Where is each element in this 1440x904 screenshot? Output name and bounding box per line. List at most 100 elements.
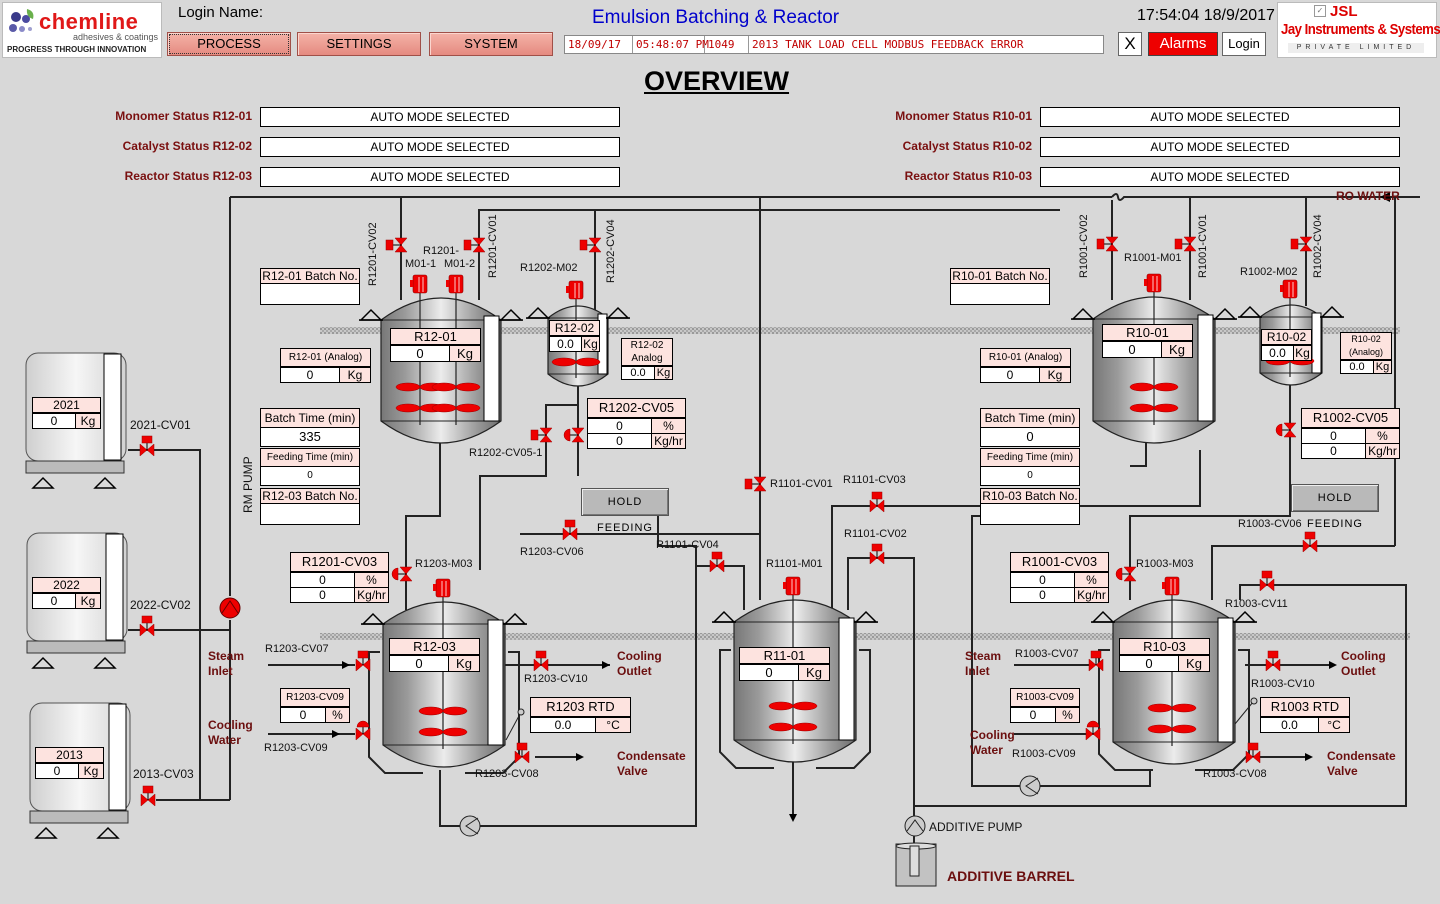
additive-barrel — [895, 842, 937, 887]
brand-name: chemline — [39, 9, 139, 34]
temperature-value: 0.0 — [1261, 718, 1318, 732]
valve-tag: R1001-CV01 — [1197, 214, 1209, 278]
close-alarm-button[interactable]: X — [1118, 32, 1142, 56]
panel-title: R1203 RTD — [531, 698, 630, 717]
reactor-vessel-r1001 — [1071, 273, 1237, 444]
vessel-weight: 0 — [740, 665, 798, 680]
unit: Kg — [1373, 361, 1391, 373]
nav-system-button[interactable]: SYSTEM — [429, 32, 553, 56]
jisl-logo: ✓ JSL Jay Instruments & Systems PRIVATE … — [1277, 2, 1440, 58]
status-label-monomer-r1001: Monomer Status R10-01 — [895, 109, 1032, 123]
status-label-catalyst-r1002: Catalyst Status R10-02 — [902, 139, 1032, 153]
partner-short: JSL — [1330, 3, 1358, 20]
panel-title: R10-02 (Analog) — [1341, 333, 1391, 360]
batch-value — [981, 504, 1079, 522]
unit: % — [354, 573, 388, 587]
vessel-name: R10-03 — [1120, 639, 1209, 655]
valve-flow: 0 — [1302, 444, 1365, 458]
check-icon: ✓ — [1314, 5, 1326, 17]
transfer-pump-right — [1019, 775, 1041, 797]
valve-tag: R1203-CV07 — [265, 643, 329, 655]
r1203-batch-no[interactable]: R12-03 Batch No. — [260, 488, 360, 525]
unit: Kg/hr — [1365, 444, 1399, 458]
batch-time-right: Batch Time (min)0 — [980, 408, 1080, 447]
unit: Kg/hr — [1074, 588, 1108, 602]
agitator-motor-icon — [565, 280, 584, 300]
vessel-weight: 0.0 — [1262, 346, 1293, 360]
panel-title: R1202-CV05 — [588, 399, 685, 418]
agitator-motor-icon — [1279, 279, 1298, 299]
r1003-batch-no[interactable]: R10-03 Batch No. — [980, 488, 1080, 525]
valve-tag: R1002-CV04 — [1312, 214, 1324, 278]
unit: Kg — [75, 594, 100, 608]
panel-title: R1201-CV03 — [291, 553, 388, 572]
unit: Kg — [1178, 656, 1209, 671]
valve-tag: R1201-CV02 — [367, 222, 379, 286]
batch-time-value: 335 — [299, 429, 321, 444]
reactor-vessel-r1203 — [361, 578, 527, 774]
analog-value: 0 — [281, 368, 339, 382]
r1201-batch-no[interactable]: R12-01 Batch No. — [260, 268, 360, 305]
unit: % — [325, 708, 349, 722]
rm-pump-label: RM PUMP — [241, 456, 255, 513]
valve-tag: 2013-CV03 — [133, 767, 194, 781]
agitator-motor-icon — [782, 576, 801, 596]
panel-title: R1002-CV05 — [1302, 409, 1399, 428]
valve-tag: R1003-CV09 — [1012, 748, 1076, 760]
unit: Kg/hr — [651, 434, 685, 448]
status-label-reactor-r1203: Reactor Status R12-03 — [124, 169, 252, 183]
valve-tag: R1003-CV08 — [1203, 768, 1267, 780]
panel-title: R1003-CV09 — [1011, 689, 1079, 707]
r1001-batch-no[interactable]: R10-01 Batch No. — [950, 268, 1050, 305]
valve-tag: R1202-CV04 — [605, 219, 617, 283]
additive-pump-symbol — [904, 815, 926, 837]
hold-feeding-left-button[interactable]: HOLD FEEDING — [581, 488, 669, 534]
motor-tag: R1201- — [423, 245, 460, 257]
alarms-button[interactable]: Alarms — [1148, 32, 1218, 56]
unit: Kg — [581, 337, 599, 351]
vessel-name: R12-01 — [391, 329, 480, 345]
chemline-logo: chemline adhesives & coatings PROGRESS T… — [2, 2, 162, 58]
nav-process-button[interactable]: PROCESS — [167, 32, 291, 56]
vessel-weight: 0 — [1120, 656, 1178, 671]
valve-tag: R1203-CV08 — [475, 768, 539, 780]
hold-feeding-right-button[interactable]: HOLD FEEDING — [1291, 484, 1379, 530]
vessel-name: R10-02 — [1262, 330, 1311, 345]
motor-tag: M01-2 — [444, 258, 476, 270]
login-button[interactable]: Login — [1222, 32, 1266, 56]
nav-settings-button[interactable]: SETTINGS — [297, 32, 421, 56]
motor-tag: M01-1 — [405, 258, 437, 270]
feeding-time-value: 0 — [1027, 470, 1033, 481]
motor-tag: R1001-M01 — [1124, 252, 1182, 264]
panel-title: R12-02 Analog — [622, 339, 672, 366]
additive-barrel-label: ADDITIVE BARREL — [947, 868, 1075, 884]
brand-tagline: PROGRESS THROUGH INNOVATION — [7, 45, 147, 54]
additive-pump-label: ADDITIVE PUMP — [929, 820, 1023, 834]
